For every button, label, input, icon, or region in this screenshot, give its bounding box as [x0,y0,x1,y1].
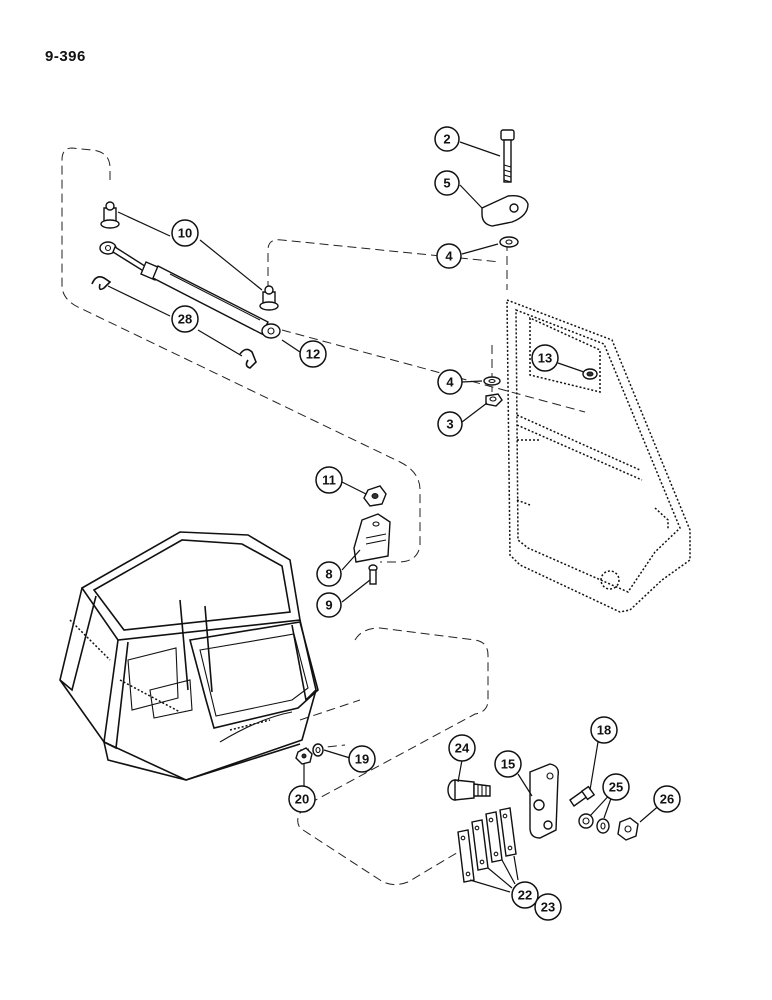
ball-stud-part-10-top [100,201,120,229]
callout-9: 9 [316,592,342,618]
nut-part-3 [485,393,503,407]
svg-text:25: 25 [609,780,623,795]
svg-text:11: 11 [322,473,336,488]
washer-part-4-top [499,236,519,248]
svg-text:10: 10 [178,226,192,241]
washer-part-25-a [578,813,594,829]
svg-text:4: 4 [445,249,453,264]
callout-11: 11 [315,466,343,494]
callout-13: 13 [531,344,559,372]
pin-part-24 [447,779,491,801]
washer-part-4-lower [483,376,501,386]
callout-2: 2 [434,126,460,152]
nut-part-20 [295,747,313,765]
callout-28: 28 [171,305,199,333]
hinge-plate-part-15 [529,763,560,839]
nut-part-26 [617,817,639,841]
callout-24: 24 [448,734,476,762]
callout-4-lower: 4 [437,369,463,395]
callout-10: 10 [171,219,199,247]
callout-23: 23 [534,893,562,921]
svg-text:4: 4 [446,375,454,390]
nut-part-11 [363,485,387,507]
callout-22: 22 [511,881,539,909]
svg-text:12: 12 [306,347,320,362]
callout-8: 8 [316,561,342,587]
svg-text:15: 15 [501,757,515,772]
screw-part-9 [368,564,378,585]
bolt-part-2 [500,129,515,183]
callout-12: 12 [299,340,327,368]
bolt-part-18 [569,785,596,807]
callout-18: 18 [590,716,618,744]
washer-part-13 [582,368,598,380]
shim-strips-part-22 [457,807,517,883]
svg-text:24: 24 [455,741,470,756]
svg-text:26: 26 [660,792,674,807]
callout-5: 5 [434,170,460,196]
cab-frame [59,531,319,781]
bracket-part-8 [353,513,391,563]
washer-part-25-b [596,818,610,834]
svg-text:22: 22 [518,888,532,903]
callout-15: 15 [494,750,522,778]
leader-lines [107,141,663,904]
page-number: 9-396 [45,48,86,65]
svg-text:28: 28 [178,312,192,327]
svg-text:9: 9 [325,598,332,613]
washer-part-19 [312,743,324,757]
svg-text:23: 23 [541,900,555,915]
callout-4-top: 4 [436,243,462,269]
svg-text:13: 13 [538,351,552,366]
cab-door-part [506,298,691,613]
callout-20: 20 [288,785,316,813]
callout-25: 25 [602,773,630,801]
spring-clip-part-28-bottom [239,348,257,369]
spring-clip-part-28-top [91,276,112,291]
ball-stud-part-10-bottom [259,285,279,311]
callout-19: 19 [348,745,376,773]
svg-text:8: 8 [325,567,332,582]
callout-26: 26 [653,785,681,813]
callout-3: 3 [437,411,463,437]
svg-text:19: 19 [355,752,369,767]
svg-text:3: 3 [446,417,453,432]
svg-text:2: 2 [443,132,450,147]
svg-text:20: 20 [295,792,309,807]
gas-strut-part-12 [99,241,281,339]
svg-text:5: 5 [443,176,450,191]
stop-block-part-5 [481,194,529,227]
svg-text:18: 18 [597,723,611,738]
